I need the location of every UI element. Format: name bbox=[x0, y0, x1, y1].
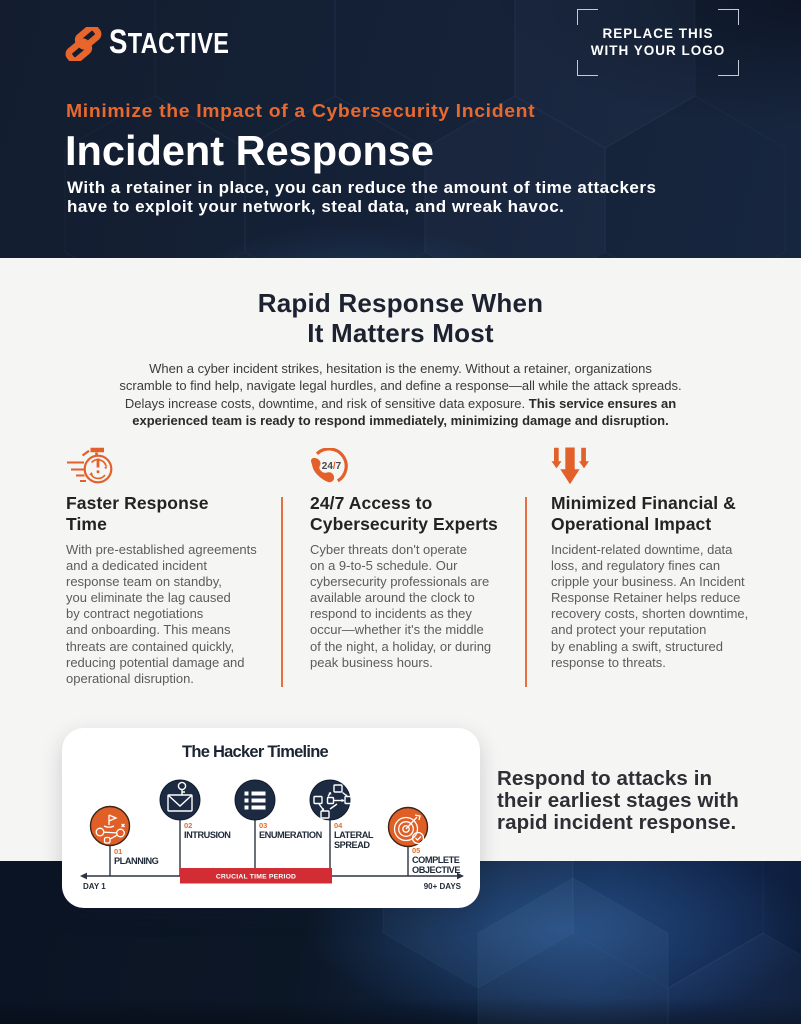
svg-text:CRUCIAL TIME PERIOD: CRUCIAL TIME PERIOD bbox=[216, 873, 296, 880]
svg-text:24/7: 24/7 bbox=[322, 461, 342, 472]
svg-text:90+ DAYS: 90+ DAYS bbox=[424, 882, 462, 891]
svg-text:DAY 1: DAY 1 bbox=[83, 882, 106, 891]
svg-text:05: 05 bbox=[412, 846, 420, 855]
svg-text:LATERAL: LATERAL bbox=[334, 830, 374, 840]
svg-text:PLANNING: PLANNING bbox=[114, 856, 159, 866]
svg-text:02: 02 bbox=[184, 821, 192, 830]
svg-text:SPREAD: SPREAD bbox=[334, 840, 370, 850]
svg-text:04: 04 bbox=[334, 821, 343, 830]
svg-text:01: 01 bbox=[114, 847, 122, 856]
svg-text:03: 03 bbox=[259, 821, 267, 830]
svg-text:ENUMERATION: ENUMERATION bbox=[259, 830, 323, 840]
svg-text:OBJECTIVE: OBJECTIVE bbox=[412, 865, 460, 875]
svg-text:INTRUSION: INTRUSION bbox=[184, 830, 231, 840]
svg-text:COMPLETE: COMPLETE bbox=[412, 855, 460, 865]
